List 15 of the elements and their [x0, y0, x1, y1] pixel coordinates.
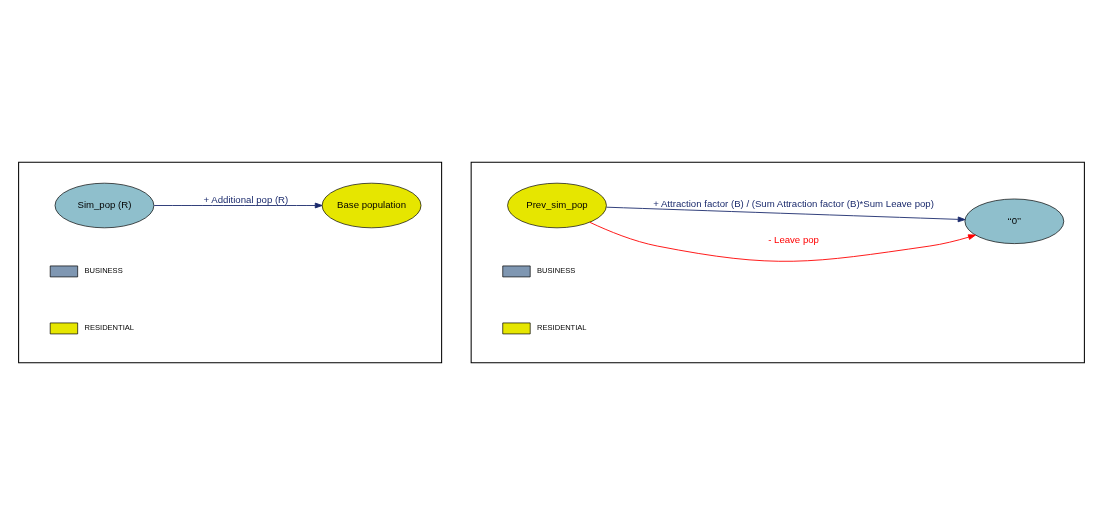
arrow [153, 202, 323, 209]
edge-label: + Additional pop (R) [203, 193, 289, 205]
edge-label: + Attraction factor (B) / (Sum Attraction factor (B)*Sum Leave pop) [653, 198, 934, 210]
arrow [589, 221, 976, 262]
legend-label: BUSINESS [84, 266, 123, 276]
node-ellipse: Prev_sim_pop [507, 182, 607, 229]
legend-label: BUSINESS [537, 266, 576, 276]
node-ellipse: Base population [321, 182, 422, 229]
arrow [606, 206, 966, 223]
node-ellipse: Sim_pop (R) [54, 182, 155, 229]
cluster [470, 161, 1085, 364]
edge-label: - Leave pop [768, 234, 819, 246]
legend-label: RESIDENTIAL [537, 323, 587, 333]
cluster [18, 161, 443, 364]
legend-label: RESIDENTIAL [84, 323, 135, 333]
